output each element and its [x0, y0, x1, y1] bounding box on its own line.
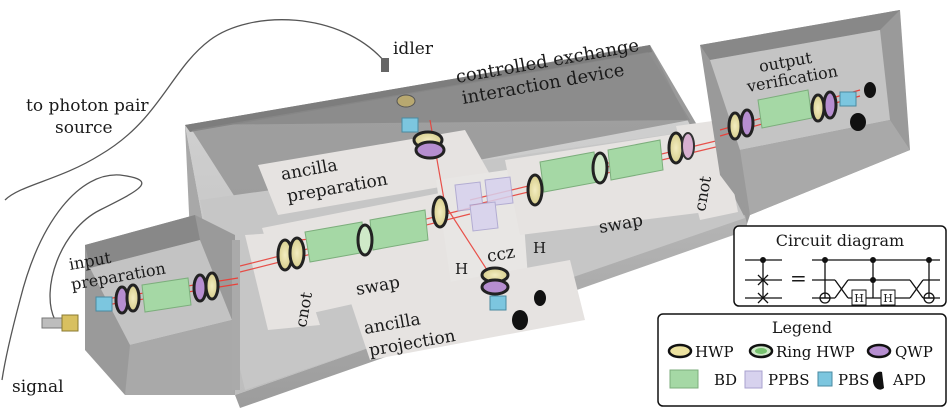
- circuit-title: Circuit diagram: [776, 231, 904, 250]
- legend-ring-hwp-label: Ring HWP: [776, 343, 855, 361]
- legend-ring-hwp: Ring HWP: [748, 343, 855, 361]
- label-to-photon-pair-2: source: [55, 118, 113, 138]
- legend-hwp-label: HWP: [695, 343, 734, 361]
- output-verification-optics: [719, 82, 876, 141]
- legend-ppbs: PPBS: [744, 370, 809, 389]
- ancilla-projection-optics: [480, 266, 546, 330]
- bd-crystal-left: [304, 209, 429, 263]
- idler-connector: [381, 58, 389, 72]
- legend-title: Legend: [772, 318, 832, 337]
- circuit-gate-h1: H: [854, 292, 864, 305]
- label-h-left: H: [455, 260, 468, 278]
- circuit-diagram-panel: Circuit diagram =: [733, 225, 947, 307]
- legend-qwp-label: QWP: [895, 343, 933, 361]
- ppbs-cubes: [454, 176, 514, 232]
- input-prep-optics: [95, 271, 239, 315]
- circuit-gate-h2: H: [883, 292, 893, 305]
- idler-fiber: [4, 19, 386, 201]
- waveplates-main: [276, 131, 695, 272]
- scene-labels: to photon pair source idler signal contr…: [12, 35, 839, 397]
- signal-fiber: [1, 174, 143, 381]
- label-h-right: H: [533, 239, 546, 257]
- legend-apd: APD: [872, 371, 926, 390]
- label-to-photon-pair-1: to photon pair: [26, 96, 149, 116]
- legend-bd: BD: [669, 369, 737, 389]
- signal-connector: [41, 314, 79, 332]
- label-signal: signal: [12, 377, 64, 397]
- label-idler: idler: [393, 39, 434, 59]
- legend-hwp: HWP: [667, 343, 734, 361]
- circuit-equals: =: [790, 266, 807, 290]
- label-ccz: ccz: [485, 242, 516, 267]
- legend-apd-label: APD: [892, 371, 926, 389]
- legend-qwp: QWP: [866, 343, 933, 361]
- bd-crystal-right: [539, 139, 664, 193]
- ancilla-prep-optics: [396, 94, 446, 160]
- legend-pbs: PBS: [817, 371, 869, 389]
- legend-bd-label: BD: [714, 371, 737, 389]
- legend-ppbs-label: PPBS: [768, 371, 809, 389]
- legend-pbs-label: PBS: [838, 371, 869, 389]
- legend-panel: Legend HWP Ring HWP QWP BD PPBS PBS: [657, 313, 947, 407]
